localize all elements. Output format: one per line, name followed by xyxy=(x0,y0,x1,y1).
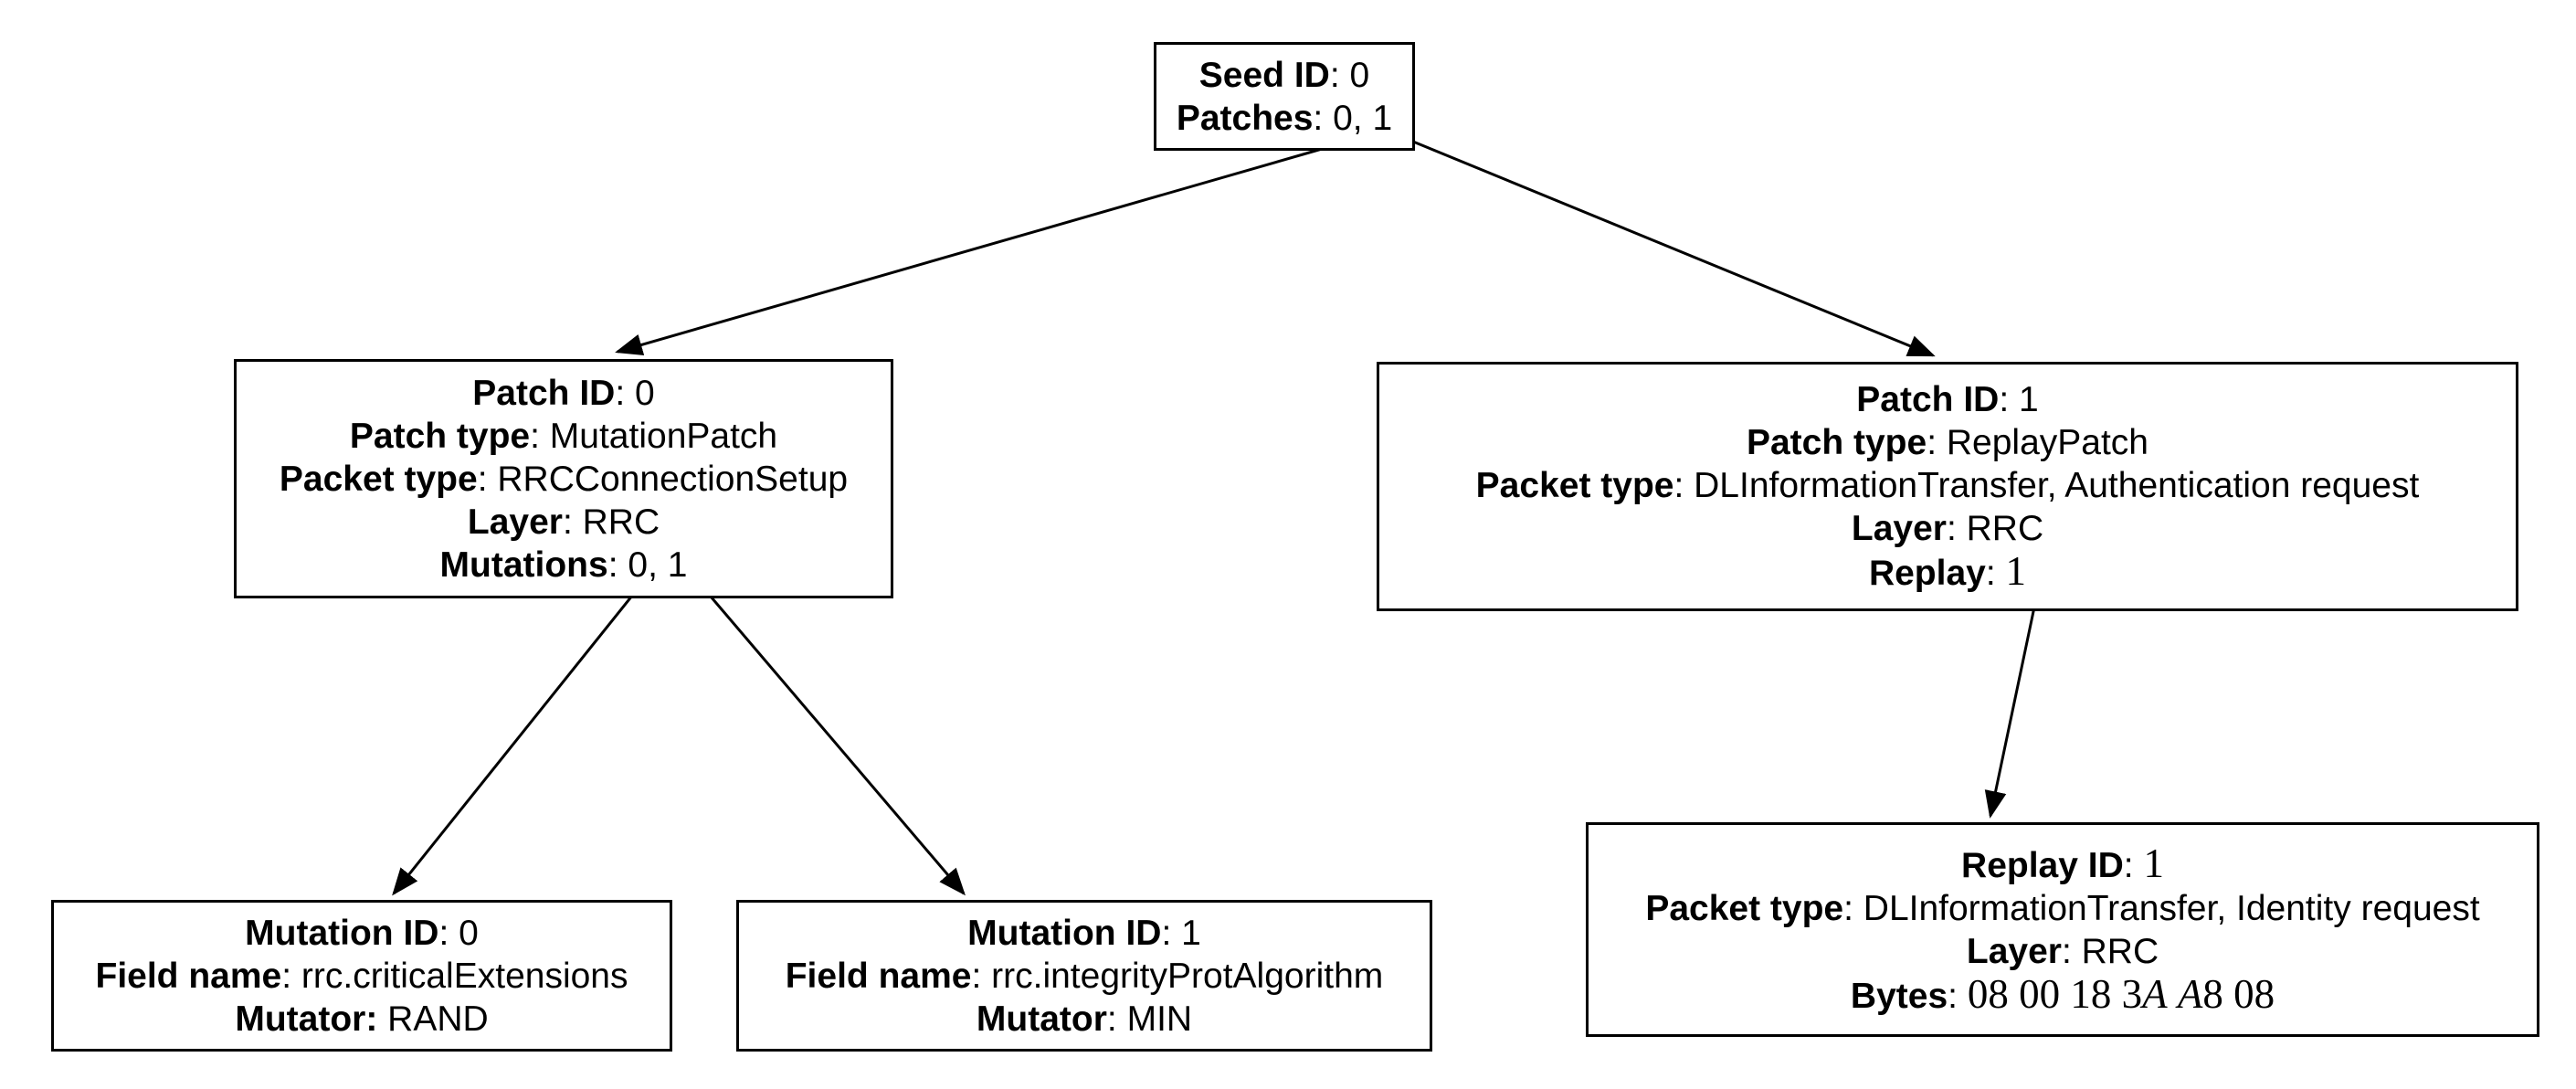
patch-1-type-key: Patch type xyxy=(1746,423,1927,462)
replay-1-packet-key: Packet type xyxy=(1645,888,1844,928)
patch-0-packet-line: Packet type: RRCConnectionSetup xyxy=(280,458,848,501)
replay-1-packet-line: Packet type: DLInformationTransfer, Iden… xyxy=(1645,887,2479,930)
mutation-1-id-value: : 1 xyxy=(1161,913,1201,953)
mutation-1-mutator-line: Mutator: MIN xyxy=(977,998,1192,1041)
patch-1-replay-key: Replay xyxy=(1868,554,1986,593)
patch-0-mutations-line: Mutations: 0, 1 xyxy=(440,544,688,587)
patch-1-replay-line: Replay: 1 xyxy=(1869,550,2026,595)
replay-1-bytes-key: Bytes xyxy=(1850,976,1948,1016)
mutation-1-node: Mutation ID: 1 Field name: rrc.integrity… xyxy=(736,900,1432,1052)
mutation-0-id-line: Mutation ID: 0 xyxy=(245,912,479,955)
replay-1-layer-value: : RRC xyxy=(2061,931,2159,971)
edge-seed-to-patch1 xyxy=(1412,140,1936,357)
mutation-0-mutator-line: Mutator: RAND xyxy=(235,998,488,1041)
patch-1-type-value: : ReplayPatch xyxy=(1927,423,2149,462)
patch-0-packet-value: : RRCConnectionSetup xyxy=(477,459,849,499)
edge-patch0-to-mutation0 xyxy=(392,590,638,896)
mutation-0-field-value: : rrc.criticalExtensions xyxy=(281,956,628,996)
byte-1: 00 xyxy=(2019,970,2061,1017)
mutation-0-id-key: Mutation ID xyxy=(245,913,439,953)
patch-1-id-key: Patch ID xyxy=(1856,380,2000,419)
patch-1-node: Patch ID: 1 Patch type: ReplayPatch Pack… xyxy=(1377,362,2518,611)
mutation-1-field-line: Field name: rrc.integrityProtAlgorithm xyxy=(786,955,1384,998)
patch-0-node: Patch ID: 0 Patch type: MutationPatch Pa… xyxy=(234,359,893,598)
patch-1-layer-value: : RRC xyxy=(1946,509,2044,548)
patch-0-type-key: Patch type xyxy=(349,416,531,456)
byte-4-digit: 8 xyxy=(2202,970,2223,1017)
patch-1-packet-key: Packet type xyxy=(1475,466,1674,505)
seed-patches-key: Patches xyxy=(1176,98,1314,138)
replay-1-bytes-value: 08 00 18 3A A8 08 xyxy=(1968,971,2275,1017)
replay-1-id-line: Replay ID: 1 xyxy=(1961,840,2164,887)
mutation-1-mutator-key: Mutator xyxy=(976,999,1107,1039)
mutation-0-mutator-value: RAND xyxy=(377,999,489,1039)
patch-1-type-line: Patch type: ReplayPatch xyxy=(1747,421,2148,464)
mutation-0-node: Mutation ID: 0 Field name: rrc.criticalE… xyxy=(51,900,672,1052)
replay-1-node: Replay ID: 1 Packet type: DLInformationT… xyxy=(1586,822,2539,1037)
mutation-0-field-line: Field name: rrc.criticalExtensions xyxy=(96,955,628,998)
patch-1-packet-value: : DLInformationTransfer, Authentication … xyxy=(1673,466,2420,505)
seed-patches-line: Patches: 0, 1 xyxy=(1177,97,1392,140)
patch-0-layer-key: Layer xyxy=(467,502,563,542)
byte-4-letter: A xyxy=(2177,970,2203,1017)
mutation-1-field-key: Field name xyxy=(785,956,972,996)
seed-patches-value: : 0, 1 xyxy=(1313,98,1393,138)
patch-0-layer-line: Layer: RRC xyxy=(468,501,660,544)
byte-0: 08 xyxy=(1967,970,2009,1017)
seed-id-key: Seed ID xyxy=(1198,55,1330,95)
edge-seed-to-patch0 xyxy=(615,142,1342,356)
mutation-1-field-value: : rrc.integrityProtAlgorithm xyxy=(971,956,1384,996)
mutation-0-id-value: : 0 xyxy=(438,913,479,953)
patch-1-packet-line: Packet type: DLInformationTransfer, Auth… xyxy=(1476,464,2420,507)
patch-0-packet-key: Packet type xyxy=(279,459,478,499)
byte-3-letter: A xyxy=(2142,970,2168,1017)
replay-1-bytes-line: Bytes: 08 00 18 3A A8 08 xyxy=(1850,971,2275,1018)
mutation-1-mutator-value: : MIN xyxy=(1106,999,1193,1039)
patch-0-mutations-key: Mutations xyxy=(439,544,608,585)
patch-0-id-key: Patch ID xyxy=(472,373,616,413)
patch-1-replay-value: 1 xyxy=(2005,548,2027,594)
seed-node: Seed ID: 0 Patches: 0, 1 xyxy=(1154,42,1415,151)
replay-1-id-sep: : xyxy=(2123,845,2144,885)
mutation-0-mutator-key: Mutator: xyxy=(235,999,378,1039)
patch-1-replay-sep: : xyxy=(1985,554,2006,593)
seed-id-value: : 0 xyxy=(1329,55,1370,95)
mutation-1-id-key: Mutation ID xyxy=(967,913,1162,953)
patch-0-type-line: Patch type: MutationPatch xyxy=(350,415,777,458)
replay-1-bytes-sep: : xyxy=(1948,976,1968,1016)
patch-1-layer-key: Layer xyxy=(1851,509,1947,548)
byte-3: 3 xyxy=(2121,970,2143,1017)
patch-1-layer-line: Layer: RRC xyxy=(1852,507,2043,550)
byte-2: 18 xyxy=(2070,970,2112,1017)
patch-0-id-value: : 0 xyxy=(615,373,655,413)
seed-id-line: Seed ID: 0 xyxy=(1199,54,1369,97)
patch-0-mutations-value: : 0, 1 xyxy=(607,544,688,585)
mutation-0-field-key: Field name xyxy=(95,956,282,996)
edge-patch0-to-mutation1 xyxy=(693,577,966,896)
replay-1-id-value: 1 xyxy=(2143,840,2164,886)
patch-0-type-value: : MutationPatch xyxy=(530,416,778,456)
edge-patch1-to-replay1 xyxy=(1984,597,2038,819)
replay-1-id-key: Replay ID xyxy=(1961,845,2124,885)
mutation-1-id-line: Mutation ID: 1 xyxy=(967,912,1201,955)
replay-1-packet-value: : DLInformationTransfer, Identity reques… xyxy=(1843,888,2480,928)
patch-0-id-line: Patch ID: 0 xyxy=(472,372,654,415)
replay-1-layer-key: Layer xyxy=(1966,931,2062,971)
byte-5: 08 xyxy=(2233,970,2275,1017)
patch-0-layer-value: : RRC xyxy=(562,502,660,542)
patch-1-id-value: : 1 xyxy=(1999,380,2039,419)
replay-1-layer-line: Layer: RRC xyxy=(1967,930,2159,973)
patch-1-id-line: Patch ID: 1 xyxy=(1856,378,2038,421)
